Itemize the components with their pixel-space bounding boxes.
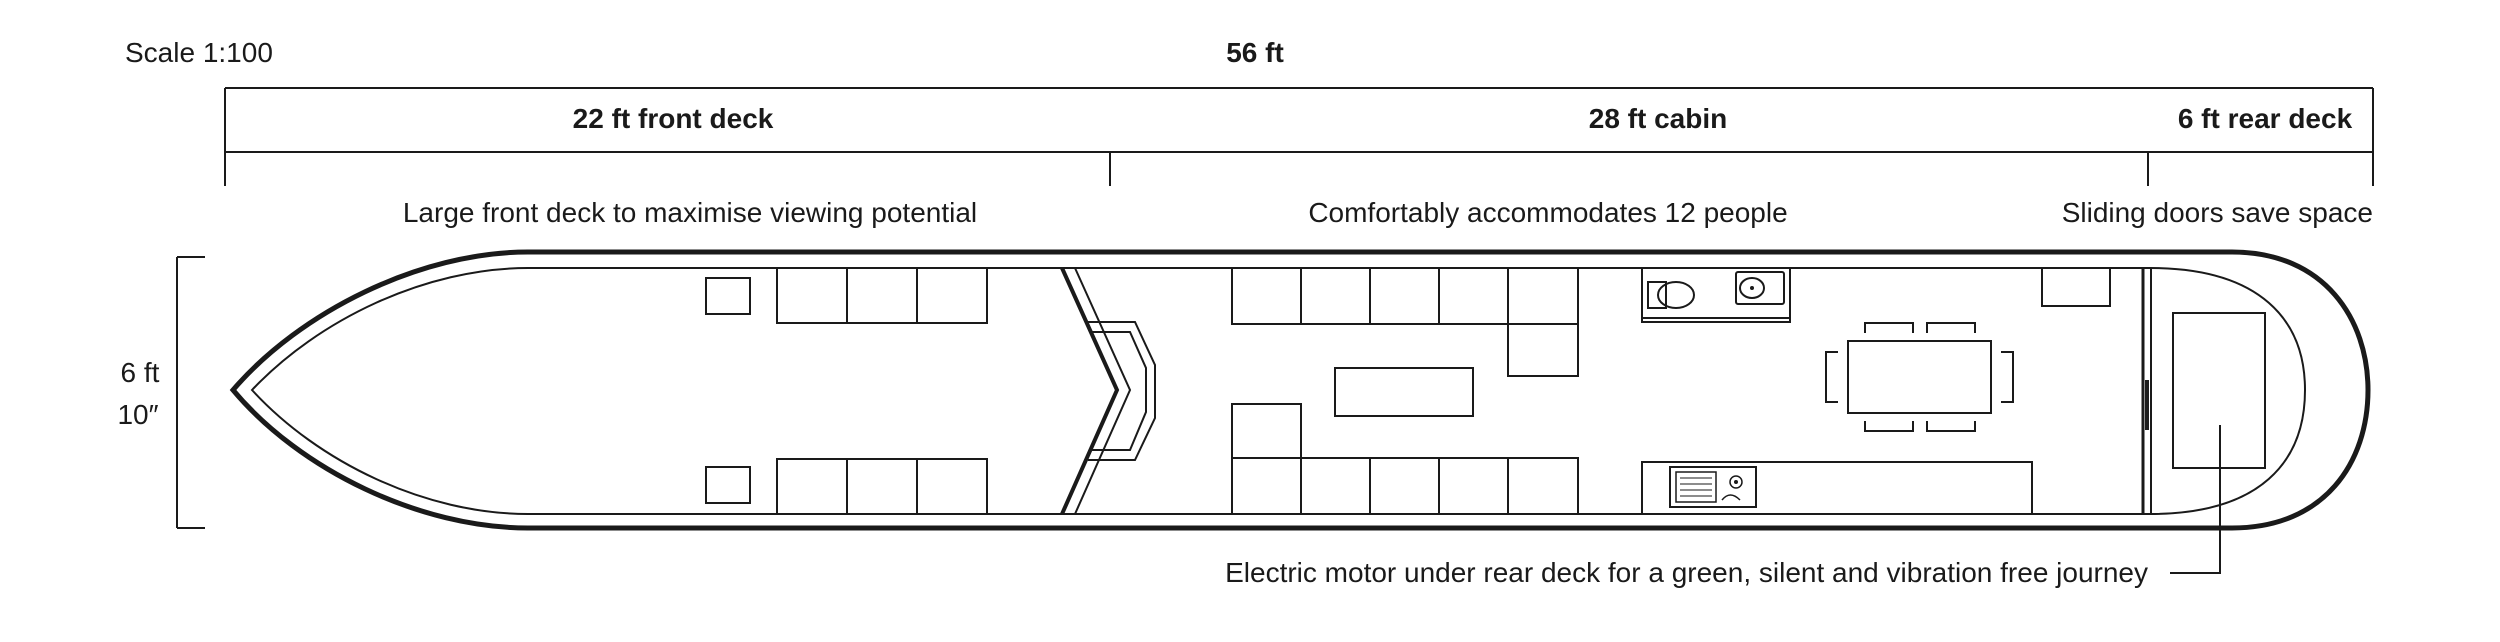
overall-length-label: 56 ft <box>1226 37 1284 68</box>
rear-sliding-doors <box>2141 268 2152 514</box>
rear-cupboard <box>2041 267 2111 307</box>
cabin-length-label: 28 ft cabin <box>1589 103 1727 134</box>
washroom <box>1641 267 1791 323</box>
cabin-front-doors <box>1060 267 1156 515</box>
dining-table <box>1847 340 1992 414</box>
front-deck-note: Large front deck to maximise viewing pot… <box>403 197 977 228</box>
cabin-centre-table <box>1334 367 1474 417</box>
dining-table-set <box>1825 322 2014 432</box>
rear-deck-note: Sliding doors save space <box>2062 197 2373 228</box>
front-bench-bottom <box>776 458 988 515</box>
overall-dimension-bracket <box>224 87 2374 152</box>
toilet-icon <box>1647 281 1695 309</box>
sink-icon <box>1669 466 1757 508</box>
galley-counter <box>1641 461 2033 515</box>
cabin-note: Comfortably accommodates 12 people <box>1308 197 1787 228</box>
motor-callout-leader <box>2170 425 2221 574</box>
section-dimension-line <box>224 151 2374 186</box>
front-deck-seating <box>705 267 988 515</box>
rear-deck-length-label: 6 ft rear deck <box>2178 103 2353 134</box>
cabin-bench-bottom <box>1231 403 1579 515</box>
hull-inner-outline <box>250 267 2307 515</box>
beam-label-line1: 6 ft <box>121 357 160 388</box>
beam-label-line2: 10″ <box>117 399 158 430</box>
hull-outer-outline <box>229 249 2371 531</box>
motor-note: Electric motor under rear deck for a gre… <box>1225 557 2148 588</box>
front-small-box-bottom <box>705 466 751 504</box>
beam-dimension-bracket <box>176 256 205 529</box>
front-deck-length-label: 22 ft front deck <box>573 103 774 134</box>
washbasin-icon <box>1735 271 1785 305</box>
cabin-bench-top <box>1231 267 1579 377</box>
front-bench-top <box>776 267 988 324</box>
scale-label: Scale 1:100 <box>125 37 273 68</box>
front-small-box-top <box>705 277 751 315</box>
